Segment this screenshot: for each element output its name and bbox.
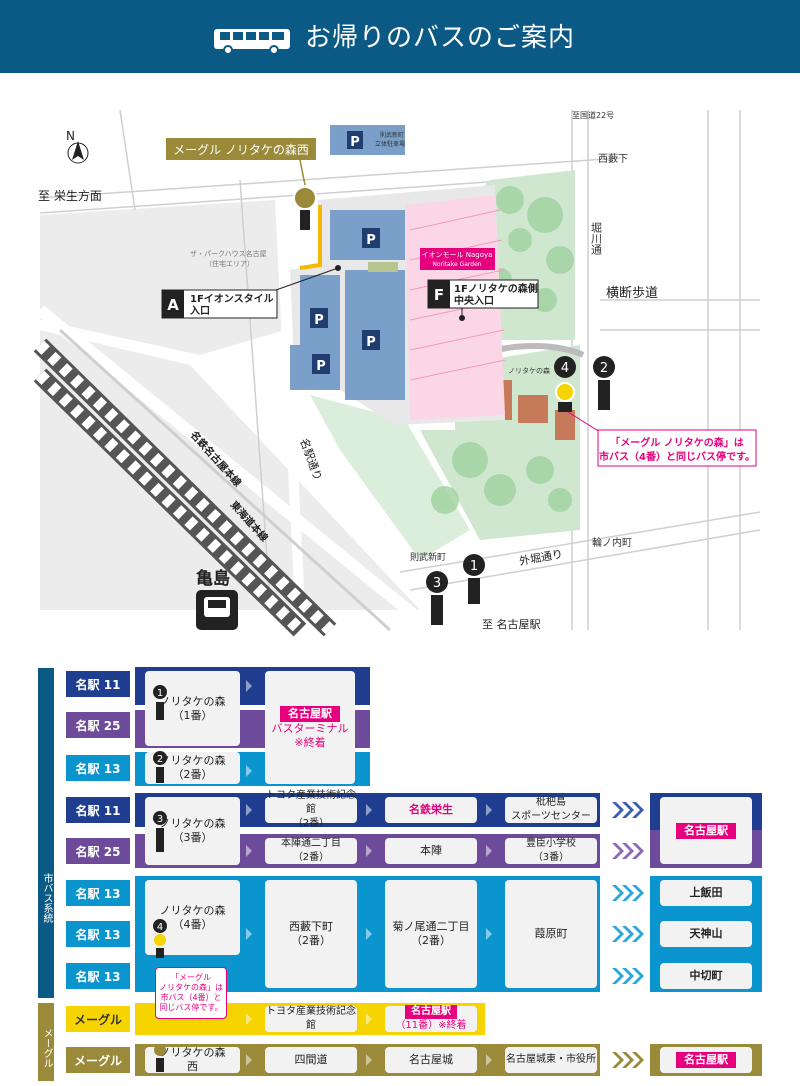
r13-cell-3: 葭原町 [505,880,597,988]
label-crosswalk: 横断歩道 [606,286,658,301]
label-noritakeshinmachi: 則武新町 [410,551,446,563]
entrance-a-line2: 入口 [190,305,210,317]
route-label: 名駅 13 [66,755,130,781]
side-label-meguru: メーグル [38,1003,54,1081]
r13-cell-1: 西藪下町（2番） [265,880,357,988]
entrance-f-letter: F [434,286,444,304]
r25-cell-3: 豊臣小学校（3番） [505,838,597,864]
svg-text:P: P [350,135,360,150]
entrance-a-line1: 1Fイオンスタイル [190,293,274,305]
r25-cell-1: 本陣通二丁目（2番） [265,838,357,864]
parking-name: 則武新町 [380,131,404,139]
bus-icon [214,29,290,55]
label-nishiyabushita: 西藪下 [598,152,628,165]
parking-sub: 立体駐車場 [375,140,405,148]
r11-cell-3: 枇杷島スポーツセンター [505,797,597,823]
label-wanouchi: 輪ノ内町 [592,536,632,549]
meguru2-cityhall: 名古屋城東・市役所 [505,1047,597,1073]
r13-cell-2: 菊ノ尾通二丁目（2番） [385,880,477,988]
r25-cell-2: 本陣 [385,838,477,864]
dest-nagoya: 名古屋駅 [660,797,752,864]
svg-text:1: 1 [470,559,478,574]
label-sakae: 至 栄生方面 [38,188,102,203]
meguru2-shikemichi: 四間道 [265,1047,357,1073]
svg-text:N: N [66,129,75,143]
header-bar: お帰りのバスのご案内 [0,0,800,73]
meguru1-toyota: トヨタ産業技術記念館 [265,1006,357,1032]
meguru2-castle: 名古屋城 [385,1047,477,1073]
dest-kamiiida: 上飯田 [660,880,752,906]
page-title: お帰りのバスのご案内 [305,23,576,53]
label-residence-sub: （住宅エリア） [205,259,254,268]
route-label: 名駅 11 [66,797,130,823]
r11-cell-2: 名鉄栄生 [385,797,477,823]
svg-text:2: 2 [600,361,608,376]
label-residence: ザ・パークハウス名古屋 [190,249,267,258]
dest-tenjinyama: 天神山 [660,921,752,947]
svg-text:3: 3 [433,576,441,591]
dest-nakagiri: 中切町 [660,963,752,989]
r11-cell-1: トヨタ産業技術記念館（2番） [265,790,357,829]
svg-text:P: P [366,335,376,350]
label-kokudo22: 至国道22号 [572,110,614,120]
bus-stop-2: 2 [593,356,615,410]
svg-text:P: P [316,359,326,374]
dest-nagoya-terminal: 名古屋駅 バスターミナル※終着 [265,671,355,784]
svg-text:2: 2 [157,754,163,765]
note-line1: 「メーグル ノリタケの森」は [610,436,743,449]
svg-text:4: 4 [561,361,569,376]
note-line2: 市バス（4番）と同じバス停です。 [599,450,755,463]
route-label: 名駅 25 [66,838,130,864]
meguru2-dest: 名古屋駅 [660,1047,752,1073]
entrance-a-letter: A [167,296,179,314]
svg-text:P: P [366,233,376,248]
meguru-stop-label-bg [166,138,316,160]
bus-stop-1: 1 [463,554,485,604]
svg-text:P: P [314,313,324,328]
label-nagoya: 至 名古屋駅 [482,617,541,631]
route-label: メーグル [66,1047,130,1073]
bus-stop-3: 3 [426,571,448,625]
entrance-f-line1: 1Fノリタケの森側 [454,282,538,295]
label-horikawa: 堀川通 [590,222,603,255]
entrance-f-line2: 中央入口 [454,294,494,307]
svg-text:1: 1 [157,688,163,699]
route-label: メーグル [66,1006,130,1032]
meguru-note: 「メーグルノリタケの森」は市バス（4番）と同じバス停です。 [155,967,227,1019]
meguru1-dest: 名古屋駅 （11番）※終着 [385,1005,477,1032]
bus-stop-4: 4 [554,356,576,412]
route-label: 名駅 13 [66,921,130,947]
route-label: 名駅 13 [66,963,130,989]
label-kameshima: 亀島 [196,568,230,589]
meguru-stop-label: メーグル ノリタケの森西 [173,142,309,157]
route-label: 名駅 13 [66,880,130,906]
aeon-label: イオンモール Nagoya [422,251,493,259]
route-label: 名駅 25 [66,712,130,738]
route-label: 名駅 11 [66,671,130,697]
aeon-sub: Noritake Garden [432,261,481,268]
side-label-city: 市バス系統 [38,668,54,998]
north-arrow-icon: N [66,129,89,164]
svg-text:3: 3 [157,814,163,825]
area-map: P 則武新町 立体駐車場 P P P P イオンモール Nagoya Noritake… [0,78,800,638]
label-forest: ノリタケの森 [508,366,550,375]
svg-text:4: 4 [157,922,163,933]
